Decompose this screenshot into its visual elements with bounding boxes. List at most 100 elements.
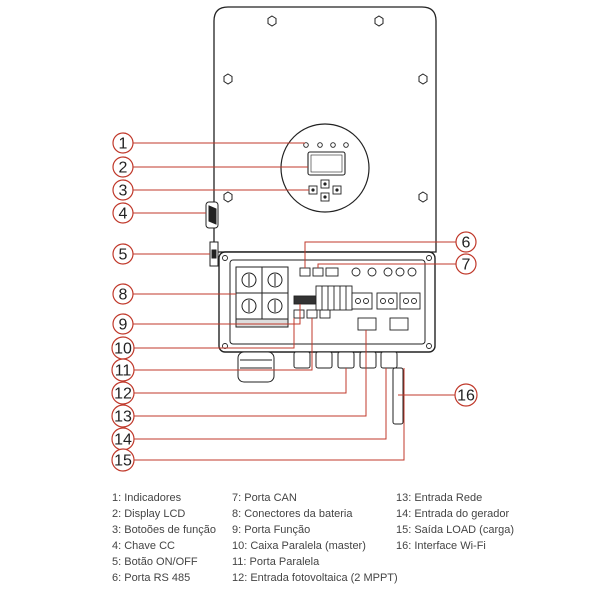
callout-11: 11: [111, 358, 135, 382]
parallel-port: [306, 309, 318, 319]
callout-8: 8: [112, 283, 134, 305]
bolt-top-left: [267, 15, 277, 27]
leader-14: [133, 368, 387, 440]
callout-circle: [111, 448, 135, 472]
callout-number: 11: [115, 363, 132, 380]
legend-item: 14: Entrada do gerador: [396, 508, 510, 520]
bolt-low-left: [223, 191, 233, 203]
legend-item: 13: Entrada Rede: [396, 492, 483, 504]
leader-13: [133, 330, 367, 417]
callout-7: 7: [455, 253, 477, 275]
callout-3: 3: [112, 179, 134, 201]
display-panel: [280, 123, 370, 213]
callout-circle: [455, 231, 477, 253]
battery-connectors[interactable]: [235, 266, 289, 328]
legend-item: 7: Porta CAN: [232, 492, 297, 504]
legend-item: 1: Indicadores: [112, 492, 182, 504]
legend-item: 11: Porta Paralela: [232, 556, 320, 568]
dc-switch[interactable]: [205, 201, 219, 229]
legend-item: 15: Saída LOAD (carga): [396, 524, 515, 536]
legend-item: 12: Entrada fotovoltaica (2 MPPT): [232, 572, 398, 584]
legend-column-3: 13: Entrada Rede 14: Entrada do gerador …: [396, 490, 514, 554]
callout-circle: [111, 404, 135, 428]
indicator-led-1: [303, 142, 309, 148]
callout-number: 13: [114, 409, 132, 426]
legend-item: 16: Interface Wi-Fi: [396, 540, 486, 552]
leader-10: [133, 318, 295, 349]
callout-number: 4: [119, 206, 128, 223]
callout-number: 5: [119, 247, 128, 264]
bolt-top-right: [374, 15, 384, 27]
on-off-button[interactable]: [209, 241, 219, 267]
leader-12: [133, 368, 347, 394]
callout-number: 16: [457, 388, 475, 405]
callout-number: 8: [119, 287, 128, 304]
leader-11: [133, 318, 313, 371]
callout-5: 5: [112, 243, 134, 265]
top-connectors: [351, 267, 417, 277]
callout-1: 1: [112, 132, 134, 154]
legend-column-1: 1: Indicadores 2: Display LCD 3: Botoões…: [112, 490, 216, 586]
indicator-led-2: [317, 142, 323, 148]
legend-item: 4: Chave CC: [112, 540, 175, 552]
legend-item: 6: Porta RS 485: [112, 572, 191, 584]
lcd-screen: [307, 151, 346, 176]
can-port: [312, 267, 324, 277]
legend-item: 8: Conectores da bateria: [232, 508, 353, 520]
callout-13: 13: [111, 404, 135, 428]
leader-7: [317, 263, 456, 268]
callout-number: 10: [114, 341, 132, 358]
comm-ports[interactable]: [293, 267, 339, 319]
callout-2: 2: [112, 156, 134, 178]
callout-circle: [111, 358, 135, 382]
callout-16: 16: [454, 383, 478, 407]
callout-circle: [111, 381, 135, 405]
gland-4: [359, 351, 377, 369]
callout-circle: [112, 313, 134, 335]
legend-item: 10: Caixa Paralela (master): [232, 540, 366, 552]
leader-6: [304, 241, 456, 268]
legend-column-2: 7: Porta CAN 8: Conectores da bateria 9:…: [232, 490, 398, 586]
gland-2: [315, 351, 333, 369]
gland-large: [237, 351, 275, 383]
bolt-mid-left: [223, 73, 233, 85]
callout-circle: [112, 202, 134, 224]
callout-number: 14: [114, 432, 132, 449]
bolt-low-right: [418, 191, 428, 203]
mounting-bolts: [223, 15, 428, 203]
callout-number: 12: [114, 386, 132, 403]
wifi-antenna: [392, 367, 404, 425]
cable-glands[interactable]: [237, 351, 404, 425]
callout-number: 7: [462, 257, 471, 274]
bolt-mid-right: [418, 73, 428, 85]
indicator-led-3: [330, 142, 336, 148]
legend-item: 5: Botão ON/OFF: [112, 556, 198, 568]
gland-1: [293, 351, 311, 369]
callout-9: 9: [112, 313, 134, 335]
parallel-box: [293, 309, 305, 319]
callout-leaders: [133, 142, 456, 461]
callout-circle: [112, 156, 134, 178]
legend-item: 3: Botoões de função: [112, 524, 216, 536]
callout-circle: [454, 383, 478, 407]
callout-circle: [112, 179, 134, 201]
gland-3: [337, 351, 355, 369]
callout-14: 14: [111, 427, 135, 451]
legend-item: 2: Display LCD: [112, 508, 186, 520]
lcd-inner: [310, 154, 343, 173]
callout-circle: [112, 132, 134, 154]
callout-12: 12: [111, 381, 135, 405]
legend: 1: Indicadores 2: Display LCD 3: Botoões…: [112, 490, 592, 590]
callout-number: 1: [119, 136, 128, 153]
function-port: [293, 295, 317, 305]
callout-number: 2: [119, 160, 128, 177]
leader-9: [133, 304, 301, 325]
callout-15: 15: [111, 448, 135, 472]
callout-number: 6: [462, 235, 471, 252]
legend-item: 9: Porta Função: [232, 524, 311, 536]
terminal-blocks[interactable]: [315, 285, 421, 331]
callout-circle: [112, 243, 134, 265]
gland-5: [380, 351, 398, 369]
callout-10: 10: [111, 336, 135, 360]
